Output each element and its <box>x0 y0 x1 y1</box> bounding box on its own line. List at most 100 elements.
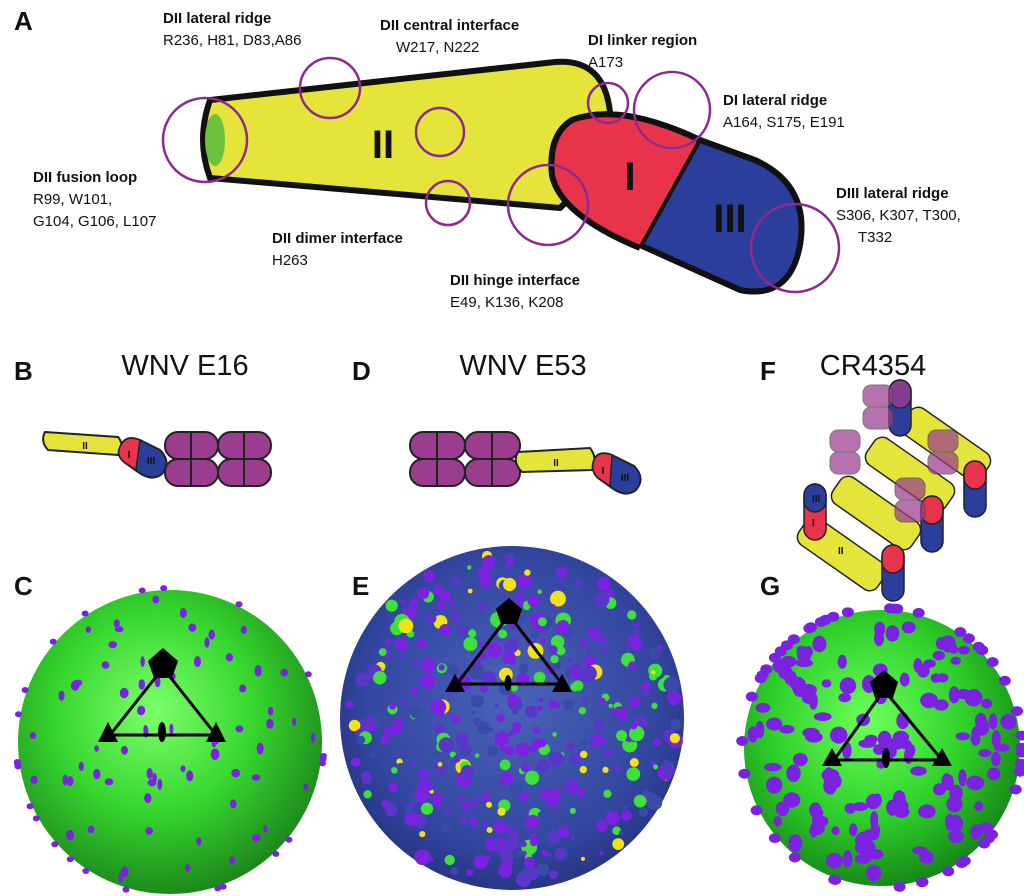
fivefold-pentagon-icon <box>496 598 522 624</box>
surface-blob <box>500 848 514 863</box>
surface-blob <box>498 629 508 639</box>
surface-spike <box>998 675 1011 686</box>
surface-spike <box>895 799 909 815</box>
surface-blob <box>552 732 557 737</box>
surface-spike <box>948 686 960 704</box>
surface-blob <box>556 566 568 578</box>
surface-spike <box>783 792 801 808</box>
surface-blob <box>466 869 473 877</box>
surface-spike <box>787 634 800 645</box>
surface-spike <box>263 825 268 833</box>
surface-spike <box>912 846 928 855</box>
surface-spike <box>51 841 59 848</box>
surface-spike <box>140 656 145 667</box>
surface-blob <box>388 782 399 792</box>
svg-text:DII fusion loop: DII fusion loop <box>33 169 137 186</box>
surface-spike <box>138 587 146 594</box>
surface-blob <box>486 642 502 658</box>
surface-blob <box>385 638 392 645</box>
svg-text:R236, H81, D83,A86: R236, H81, D83,A86 <box>163 32 301 49</box>
panel-label-b: B <box>14 356 33 386</box>
surface-spike <box>972 641 985 652</box>
surface-blob <box>503 577 517 592</box>
surface-blob <box>447 664 460 676</box>
surface-blob <box>562 699 575 711</box>
surface-spike <box>958 769 967 787</box>
surface-blob <box>410 686 419 696</box>
surface-spike <box>942 866 955 877</box>
surface-blob <box>633 794 647 808</box>
surface-blob <box>546 852 552 858</box>
surface-blob <box>527 594 541 608</box>
surface-blob <box>433 750 441 758</box>
surface-blob <box>524 705 538 718</box>
surface-blob <box>474 753 480 758</box>
domain-iii-label: III <box>713 197 746 241</box>
surface-blob <box>602 747 615 759</box>
surface-blob <box>438 737 454 753</box>
surface-blob <box>369 751 377 758</box>
surface-blob <box>586 644 593 651</box>
surface-blob <box>663 676 680 693</box>
surface-blob <box>643 792 658 807</box>
surface-blob <box>448 711 453 717</box>
surface-blob <box>350 757 361 768</box>
surface-blob <box>480 684 488 693</box>
surface-blob <box>548 645 558 655</box>
surface-spike <box>988 713 998 730</box>
surface-blob <box>538 698 544 703</box>
surface-blob <box>554 847 567 861</box>
svg-text:III: III <box>147 456 156 467</box>
surface-blob <box>487 745 499 757</box>
surface-blob <box>419 673 436 690</box>
surface-blob <box>596 632 610 646</box>
surface-spike <box>755 702 771 713</box>
surface-blob <box>638 807 648 817</box>
surface-blob <box>666 690 682 706</box>
surface-spike <box>15 711 22 718</box>
surface-blob <box>601 647 608 655</box>
surface-blob <box>433 722 446 735</box>
surface-blob <box>616 730 628 742</box>
surface-blob <box>536 759 550 774</box>
surface-spike <box>251 774 261 781</box>
surface-blob <box>550 590 566 607</box>
svg-text:A173: A173 <box>588 54 623 71</box>
surface-blob <box>455 732 469 746</box>
surface-blob <box>507 693 518 705</box>
surface-blob <box>633 629 640 636</box>
surface-blob <box>458 816 468 826</box>
surface-blob <box>397 762 404 769</box>
surface-spike <box>144 793 152 804</box>
surface-blob <box>608 703 613 709</box>
svg-text:G104, G106, L107: G104, G106, L107 <box>33 213 156 230</box>
surface-spike <box>204 637 210 648</box>
surface-spike <box>113 619 120 628</box>
surface-spike <box>932 650 945 661</box>
surface-blob <box>356 735 366 745</box>
surface-spike <box>87 825 95 834</box>
panel-label-f: F <box>760 356 776 386</box>
surface-blob <box>444 854 455 866</box>
surface-blob <box>537 811 547 820</box>
surface-blob <box>581 856 585 861</box>
surface-spike <box>899 672 910 687</box>
epitope-circle-diii-lateral <box>749 202 841 294</box>
surface-spike <box>933 699 949 711</box>
svg-text:W217, N222: W217, N222 <box>396 39 479 56</box>
surface-blob <box>467 565 472 570</box>
surface-blob <box>530 629 540 639</box>
svg-text:DII hinge interface: DII hinge interface <box>450 272 580 289</box>
surface-blob <box>592 719 605 732</box>
surface-blob <box>438 664 446 671</box>
surface-spike <box>235 601 243 608</box>
surface-blob <box>401 682 408 690</box>
surface-spike <box>920 692 938 709</box>
surface-spike <box>101 661 110 669</box>
surface-blob <box>523 603 530 611</box>
surface-spike <box>70 680 80 691</box>
surface-blob <box>556 646 566 656</box>
surface-blob <box>621 810 632 821</box>
threefold-triangle-icon <box>206 722 226 742</box>
svg-text:DI lateral ridge: DI lateral ridge <box>723 92 827 109</box>
